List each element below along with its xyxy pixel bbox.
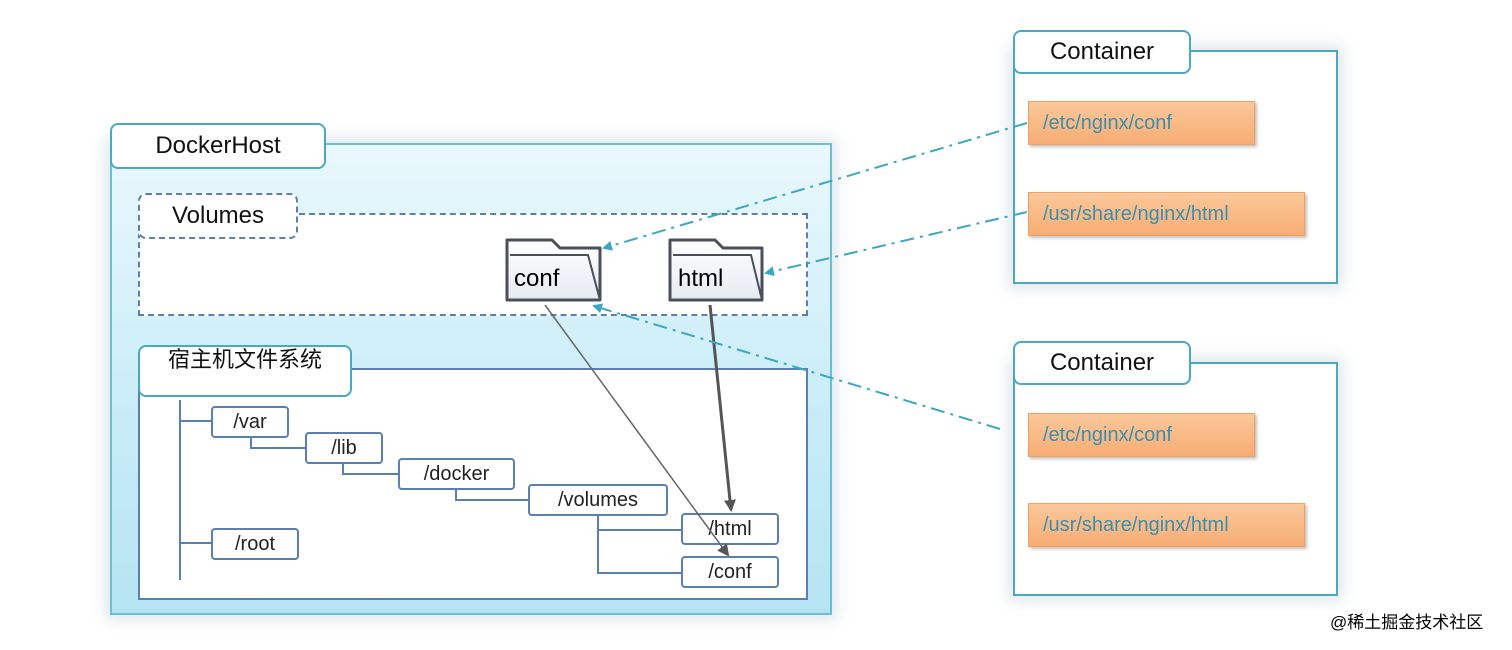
docker-host-title: DockerHost — [110, 123, 326, 169]
watermark: @稀土掘金技术社区 — [1330, 613, 1483, 632]
container-1-box — [1013, 50, 1338, 284]
container-2-title: Container — [1013, 341, 1191, 385]
host-fs-title: 宿主机文件系统 — [138, 345, 352, 397]
fs-node-lib: /lib — [305, 432, 383, 464]
fs-node-var: /var — [211, 406, 289, 438]
fs-node-html: /html — [681, 513, 779, 545]
container-1-path-html: /usr/share/nginx/html — [1028, 192, 1305, 236]
container-2-path-conf: /etc/nginx/conf — [1028, 413, 1255, 457]
fs-node-volumes: /volumes — [528, 484, 668, 516]
container-1-title: Container — [1013, 30, 1191, 74]
container-2-path-html: /usr/share/nginx/html — [1028, 503, 1305, 547]
volumes-title: Volumes — [138, 193, 298, 239]
container-2-box — [1013, 362, 1338, 596]
container-1-path-conf: /etc/nginx/conf — [1028, 101, 1255, 145]
fs-node-root: /root — [211, 528, 299, 560]
fs-node-conf: /conf — [681, 556, 779, 588]
fs-node-docker: /docker — [398, 458, 515, 490]
